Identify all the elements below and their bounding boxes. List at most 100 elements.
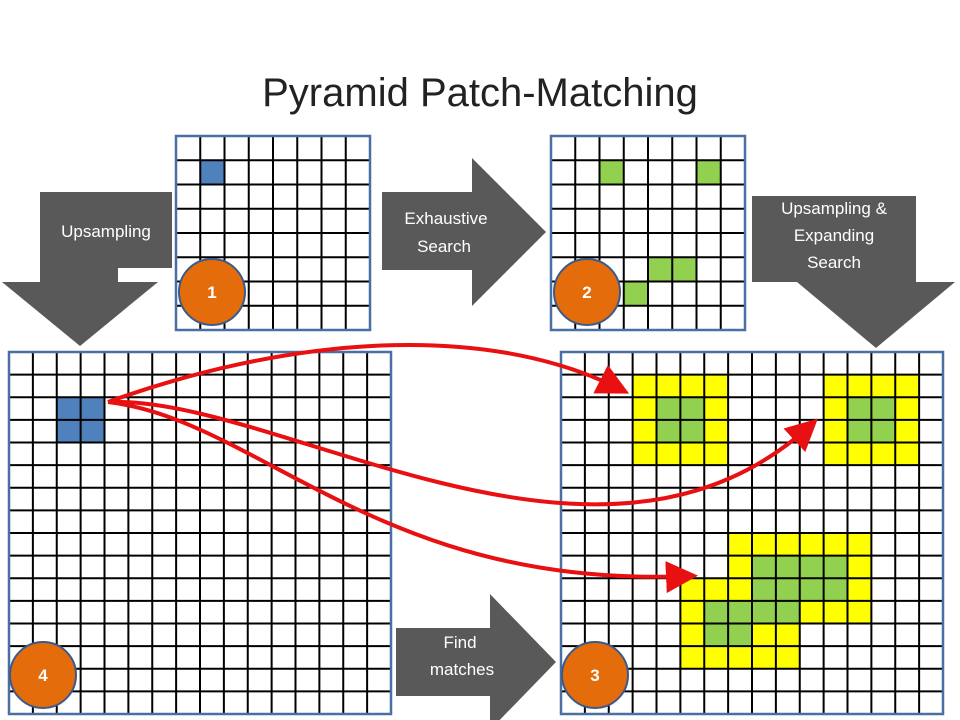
match-halo-cell xyxy=(728,533,752,556)
grid-border xyxy=(7,350,393,716)
match-halo-cell xyxy=(847,442,872,466)
badge-4: 4 xyxy=(9,641,77,709)
match-halo-cell xyxy=(823,442,848,466)
match-halo-cell xyxy=(680,600,705,624)
match-halo-cell xyxy=(775,623,800,647)
match-core-cell xyxy=(752,555,776,579)
match-halo-cell xyxy=(704,374,729,398)
grid-level-2 xyxy=(549,134,747,332)
match-halo-cell xyxy=(704,646,729,669)
match-core-cell xyxy=(680,397,705,420)
match-core-cell xyxy=(728,623,752,647)
match-halo-cell xyxy=(656,442,681,466)
match-halo-cell xyxy=(680,646,705,669)
match-core-cell xyxy=(823,555,848,579)
match-halo-cell xyxy=(847,600,872,624)
match-halo-cell xyxy=(632,442,657,466)
match-halo-cell xyxy=(775,646,800,669)
match-core-cell xyxy=(728,600,752,624)
grid-level-1 xyxy=(174,134,372,332)
match-halo-cell xyxy=(728,646,752,669)
match-halo-cell xyxy=(823,374,848,398)
query-patch-cell xyxy=(80,419,105,443)
query-patch-cell xyxy=(80,397,105,420)
match-core-cell xyxy=(775,578,800,601)
match-halo-cell xyxy=(823,397,848,420)
match-arrow-2 xyxy=(107,399,818,507)
grid-level-4 xyxy=(7,350,393,716)
match-core-cell xyxy=(799,578,824,601)
match-halo-cell xyxy=(680,623,705,647)
match-core-cell xyxy=(799,555,824,579)
match-halo-cell xyxy=(704,419,729,443)
match-halo-cell xyxy=(847,533,872,556)
match-halo-cell xyxy=(799,533,824,556)
find-label-line1: Find xyxy=(443,633,476,652)
find-matches-arrow: Find matches xyxy=(396,594,556,720)
upexp-label-line2: Expanding xyxy=(794,226,874,245)
match-halo-cell xyxy=(704,397,729,420)
match-halo-cell xyxy=(632,397,657,420)
match-halo-cell xyxy=(632,419,657,443)
match-core-cell xyxy=(752,600,776,624)
match-halo-cell xyxy=(752,533,776,556)
match-halo-cell xyxy=(823,419,848,443)
find-label-line2: matches xyxy=(430,660,494,679)
match-halo-cell xyxy=(895,374,920,398)
match-halo-cell xyxy=(680,578,705,601)
match-core-cell xyxy=(871,419,896,443)
match-core-cell xyxy=(823,578,848,601)
match-core-cell xyxy=(680,419,705,443)
badge-2-label: 2 xyxy=(582,283,591,302)
match-core-cell xyxy=(775,555,800,579)
match-halo-cell xyxy=(895,442,920,466)
match-core-cell xyxy=(696,160,721,185)
grid-border xyxy=(559,350,945,716)
match-core-cell xyxy=(847,397,872,420)
match-core-cell xyxy=(775,600,800,624)
exhaustive-label-line1: Exhaustive xyxy=(404,209,487,228)
grid-border xyxy=(549,134,747,332)
badge-2: 2 xyxy=(553,258,621,326)
match-halo-cell xyxy=(895,397,920,420)
match-halo-cell xyxy=(799,600,824,624)
query-patch-cell xyxy=(200,160,225,185)
match-core-cell xyxy=(599,160,624,185)
match-halo-cell xyxy=(752,646,776,669)
match-core-cell xyxy=(656,397,681,420)
upexp-label-line3: Search xyxy=(807,253,861,272)
upsampling-expanding-arrow: Upsampling & Expanding Search xyxy=(752,196,955,348)
match-halo-cell xyxy=(823,600,848,624)
match-halo-cell xyxy=(871,374,896,398)
match-halo-cell xyxy=(823,533,848,556)
match-halo-cell xyxy=(680,442,705,466)
match-halo-cell xyxy=(775,533,800,556)
match-halo-cell xyxy=(680,374,705,398)
match-halo-cell xyxy=(704,442,729,466)
match-core-cell xyxy=(704,623,729,647)
badge-1-label: 1 xyxy=(207,283,216,302)
grid-level-3 xyxy=(559,350,945,716)
match-core-cell xyxy=(871,397,896,420)
match-halo-cell xyxy=(728,578,752,601)
query-patch-cell xyxy=(56,397,81,420)
badge-4-label: 4 xyxy=(38,666,48,685)
upsampling-label: Upsampling xyxy=(61,222,151,241)
upexp-label-line1: Upsampling & xyxy=(781,199,887,218)
match-core-cell xyxy=(623,281,648,306)
match-halo-cell xyxy=(704,578,729,601)
badge-1: 1 xyxy=(178,258,246,326)
match-halo-cell xyxy=(895,419,920,443)
match-arrow-1 xyxy=(107,343,630,404)
page-title: Pyramid Patch-Matching xyxy=(262,71,698,115)
grid-border xyxy=(174,134,372,332)
match-halo-cell xyxy=(871,442,896,466)
match-arrow-3 xyxy=(107,400,698,594)
match-halo-cell xyxy=(847,578,872,601)
match-halo-cell xyxy=(752,623,776,647)
upsampling-arrow: Upsampling xyxy=(2,192,172,346)
exhaustive-label-line2: Search xyxy=(417,237,471,256)
match-halo-cell xyxy=(656,374,681,398)
match-core-cell xyxy=(704,600,729,624)
